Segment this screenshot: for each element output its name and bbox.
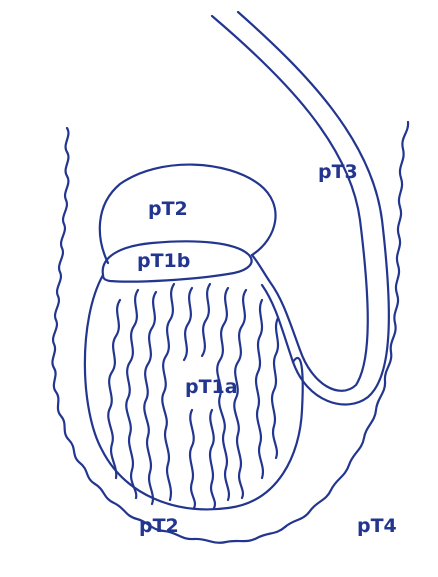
tubule-line xyxy=(272,318,278,458)
tubule-line xyxy=(126,290,138,498)
tubule-line xyxy=(256,300,263,478)
label-pt1b: pT1b xyxy=(137,250,190,272)
tubule-line xyxy=(202,284,210,356)
tubule-line xyxy=(144,292,156,504)
tubule-line xyxy=(190,410,195,508)
label-pt1a: pT1a xyxy=(185,376,238,398)
label-pt2-upper: pT2 xyxy=(148,198,188,220)
tubule-line xyxy=(210,410,215,508)
tubule-line xyxy=(108,300,120,478)
duct-outer-line xyxy=(212,16,368,391)
label-pt3: pT3 xyxy=(318,161,358,183)
label-pt4: pT4 xyxy=(357,515,397,537)
tubule-line xyxy=(184,288,192,360)
label-pt2-lower: pT2 xyxy=(139,515,179,537)
tubule-line xyxy=(162,284,174,500)
